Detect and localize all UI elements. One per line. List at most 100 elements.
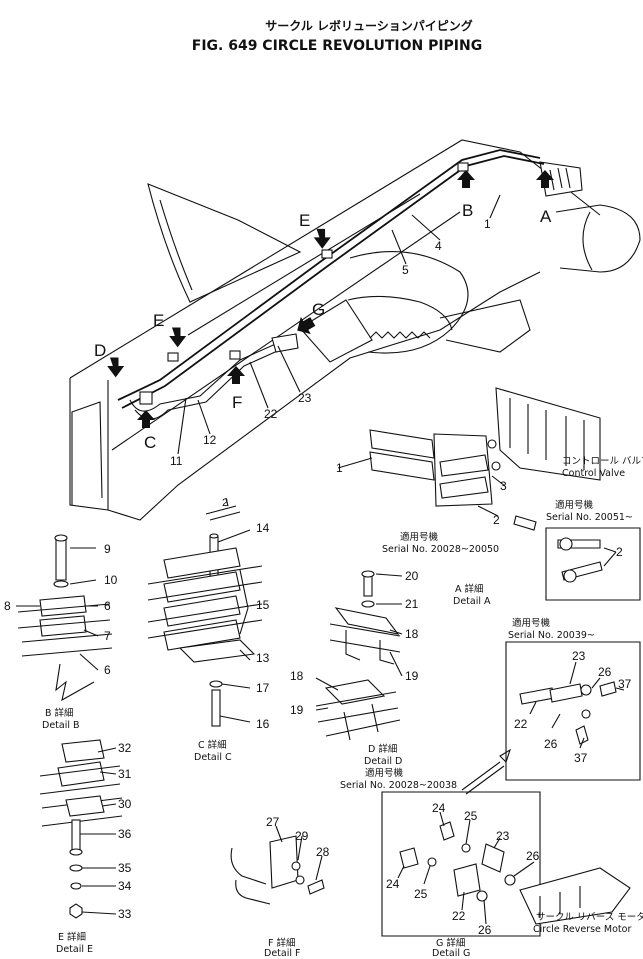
detail-c-label-17: 17 bbox=[256, 681, 270, 695]
detail-a-label-2: 2 bbox=[493, 513, 500, 527]
detail-e-label-31: 31 bbox=[118, 767, 132, 781]
detail-b-caption: Detail B bbox=[42, 720, 80, 731]
motor-jp: サークル リバース モータ bbox=[536, 912, 643, 923]
detail-c: 14 15 13 17 16 2 C 詳細 Detail C bbox=[147, 497, 270, 763]
figure-title: FIG. 649 CIRCLE REVOLUTION PIPING bbox=[192, 38, 482, 54]
detail-e-caption-jp: E 詳細 bbox=[58, 931, 86, 943]
jp-title: サークル レボリューションパイピング bbox=[265, 18, 473, 33]
detail-b-label-10: 10 bbox=[104, 573, 118, 587]
detail-a-serial-2: Serial No. 20051~ bbox=[546, 512, 633, 523]
detail-g-label-22: 22 bbox=[452, 909, 466, 923]
detail-d-label-20: 20 bbox=[405, 569, 419, 583]
detail-f-caption-jp: F 詳細 bbox=[268, 937, 295, 949]
detail-b-caption-jp: B 詳細 bbox=[45, 707, 74, 719]
detail-f-caption: Detail F bbox=[264, 948, 300, 959]
arrow-e2-icon bbox=[169, 327, 187, 348]
detail-e-label-30: 30 bbox=[118, 797, 132, 811]
late-serial: Serial No. 20039~ bbox=[508, 630, 595, 641]
detail-a-label-3: 3 bbox=[500, 479, 507, 493]
label-c: C bbox=[144, 433, 156, 452]
late-label-23: 23 bbox=[572, 649, 586, 663]
detail-e-label-35: 35 bbox=[118, 861, 132, 875]
detail-a-serial: Serial No. 20028~20050 bbox=[382, 544, 499, 555]
detail-c-label-14: 14 bbox=[256, 521, 270, 535]
detail-a-label-2b: 2 bbox=[616, 545, 623, 559]
late-label-37b: 37 bbox=[574, 751, 588, 765]
detail-g: 適用号機 Serial No. 20028~20038 24 25 23 26 … bbox=[340, 767, 643, 959]
label-23: 23 bbox=[298, 391, 312, 405]
detail-g-caption-jp: G 詳細 bbox=[436, 937, 465, 949]
label-12: 12 bbox=[203, 433, 217, 447]
detail-b-label-8: 8 bbox=[4, 599, 11, 613]
detail-e-label-34: 34 bbox=[118, 879, 132, 893]
detail-g-label-24a: 24 bbox=[432, 801, 446, 815]
detail-g-label-26a: 26 bbox=[526, 849, 540, 863]
detail-late-serial: 適用号機 Serial No. 20039~ 23 26 37 22 26 37 bbox=[461, 617, 641, 795]
late-label-22: 22 bbox=[514, 717, 528, 731]
detail-c-label-2: 2 bbox=[222, 497, 228, 509]
detail-d-caption: Detail D bbox=[364, 756, 402, 767]
label-4: 4 bbox=[435, 239, 442, 253]
detail-a-caption-jp: A 詳細 bbox=[455, 583, 484, 595]
detail-g-serial: Serial No. 20028~20038 bbox=[340, 780, 457, 791]
detail-a: 1 2 3 コントロール バルブ Control Valve 適用号機 Seri… bbox=[336, 387, 643, 607]
arrow-d-icon bbox=[107, 357, 125, 378]
detail-e: 32 31 30 36 35 34 33 E 詳細 Detail E bbox=[39, 739, 132, 955]
arrow-c-icon bbox=[137, 410, 155, 428]
arrow-f-icon bbox=[227, 366, 245, 384]
label-e-top: E bbox=[299, 211, 310, 230]
detail-d-label-19a: 19 bbox=[405, 669, 419, 683]
detail-c-label-16: 16 bbox=[256, 717, 270, 731]
detail-c-caption-jp: C 詳細 bbox=[198, 739, 227, 751]
detail-b-label-7: 7 bbox=[104, 629, 111, 643]
main-labels: A B C D E E F G 1 4 5 11 12 22 23 bbox=[94, 194, 552, 468]
detail-d-label-19b: 19 bbox=[290, 703, 304, 717]
detail-b-label-6a: 6 bbox=[104, 599, 111, 613]
detail-d-label-18a: 18 bbox=[405, 627, 419, 641]
detail-f: 27 29 28 F 詳細 Detail F bbox=[230, 815, 330, 959]
motor-label: Circle Reverse Motor bbox=[533, 924, 631, 935]
detail-e-label-33: 33 bbox=[118, 907, 132, 921]
late-label-37a: 37 bbox=[618, 677, 632, 691]
arrow-b-icon bbox=[457, 170, 475, 188]
label-1: 1 bbox=[484, 217, 491, 231]
detail-e-label-32: 32 bbox=[118, 741, 132, 755]
detail-a-caption: Detail A bbox=[453, 596, 491, 607]
detail-d-label-18b: 18 bbox=[290, 669, 304, 683]
label-5: 5 bbox=[402, 263, 409, 277]
detail-f-label-27: 27 bbox=[266, 815, 280, 829]
detail-g-label-25b: 25 bbox=[414, 887, 428, 901]
late-label-26b: 26 bbox=[544, 737, 558, 751]
detail-f-label-28: 28 bbox=[316, 845, 330, 859]
label-b: B bbox=[462, 201, 473, 220]
arrow-g-icon bbox=[297, 316, 316, 335]
detail-c-caption: Detail C bbox=[194, 752, 232, 763]
control-valve-jp: コントロール バルブ bbox=[562, 455, 643, 467]
detail-g-applic-jp: 適用号機 bbox=[365, 767, 404, 779]
detail-f-label-29: 29 bbox=[295, 829, 309, 843]
detail-c-label-13: 13 bbox=[256, 651, 270, 665]
control-valve-label: Control Valve bbox=[562, 468, 625, 479]
label-g: G bbox=[312, 300, 325, 319]
label-11: 11 bbox=[170, 454, 183, 468]
detail-d: 20 21 18 19 18 19 D 詳細 Detail D bbox=[290, 569, 419, 767]
detail-e-label-36: 36 bbox=[118, 827, 132, 841]
late-applic-jp: 適用号機 bbox=[512, 617, 551, 629]
detail-e-caption: Detail E bbox=[56, 944, 93, 955]
detail-d-label-21: 21 bbox=[405, 597, 419, 611]
detail-b: 9 10 8 6 7 6 B 詳細 Detail B bbox=[4, 534, 118, 731]
late-label-26a: 26 bbox=[598, 665, 612, 679]
label-22: 22 bbox=[264, 407, 278, 421]
label-a: A bbox=[540, 207, 552, 226]
label-d: D bbox=[94, 341, 106, 360]
detail-g-label-25a: 25 bbox=[464, 809, 478, 823]
detail-g-label-26b: 26 bbox=[478, 923, 492, 937]
arrow-a-icon bbox=[536, 170, 554, 188]
label-f: F bbox=[232, 393, 242, 412]
view-arrows bbox=[107, 170, 554, 428]
detail-g-label-23: 23 bbox=[496, 829, 510, 843]
detail-g-label-24b: 24 bbox=[386, 877, 400, 891]
detail-d-caption-jp: D 詳細 bbox=[368, 743, 397, 755]
